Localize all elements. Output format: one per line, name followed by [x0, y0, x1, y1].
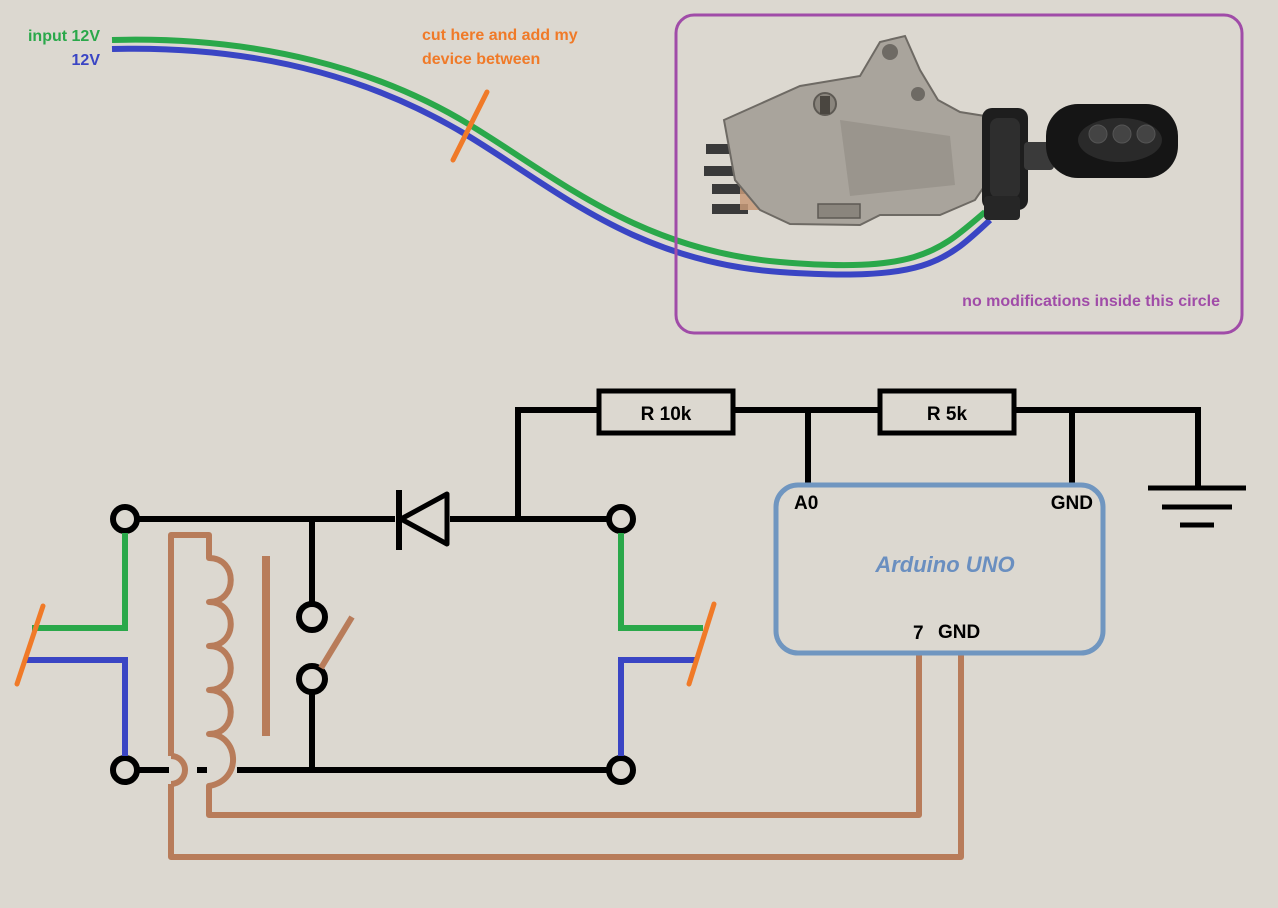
arduino-title: Arduino UNO	[874, 552, 1014, 577]
main-wiring	[138, 516, 609, 773]
input-12v-label: input 12V	[28, 28, 100, 45]
diode-icon	[396, 490, 450, 550]
terminal-bottom-left	[110, 755, 140, 785]
resistor-10k-label: R 10k	[641, 404, 692, 425]
resistor-10k: R 10k	[596, 388, 736, 436]
cut-mark-left	[14, 603, 46, 687]
no-modification-zone	[674, 13, 1244, 335]
resistor-network	[515, 407, 1201, 519]
12v-label: 12V	[72, 52, 101, 69]
car-key-icon	[1024, 104, 1178, 178]
cut-note-line2: device between	[422, 51, 540, 68]
pin-gnd-top-label: GND	[1051, 493, 1093, 514]
no-modification-note: no modifications inside this circle	[962, 293, 1220, 310]
relay-switch-icon	[296, 601, 355, 695]
cut-mark-top	[450, 89, 490, 163]
pin-gnd-bottom-label: GND	[938, 622, 980, 643]
resistor-5k-label: R 5k	[927, 404, 968, 425]
ignition-switch-photo-icon	[704, 34, 1028, 227]
arduino-uno-board: Arduino UNO A0 GND 7 GND	[773, 482, 1106, 656]
terminal-top-right	[606, 504, 636, 534]
terminal-bottom-right	[606, 755, 636, 785]
ground-icon	[1148, 485, 1246, 528]
pin-a0-label: A0	[794, 493, 818, 514]
relay-coil-icon	[168, 532, 964, 860]
terminal-top-left	[110, 504, 140, 534]
schematic-leads	[24, 533, 703, 756]
cut-mark-right	[686, 601, 717, 687]
resistor-5k: R 5k	[877, 388, 1017, 436]
cut-note-line1: cut here and add my	[422, 27, 578, 44]
ignition-wires	[111, 36, 993, 278]
pin-7-label: 7	[913, 623, 924, 644]
